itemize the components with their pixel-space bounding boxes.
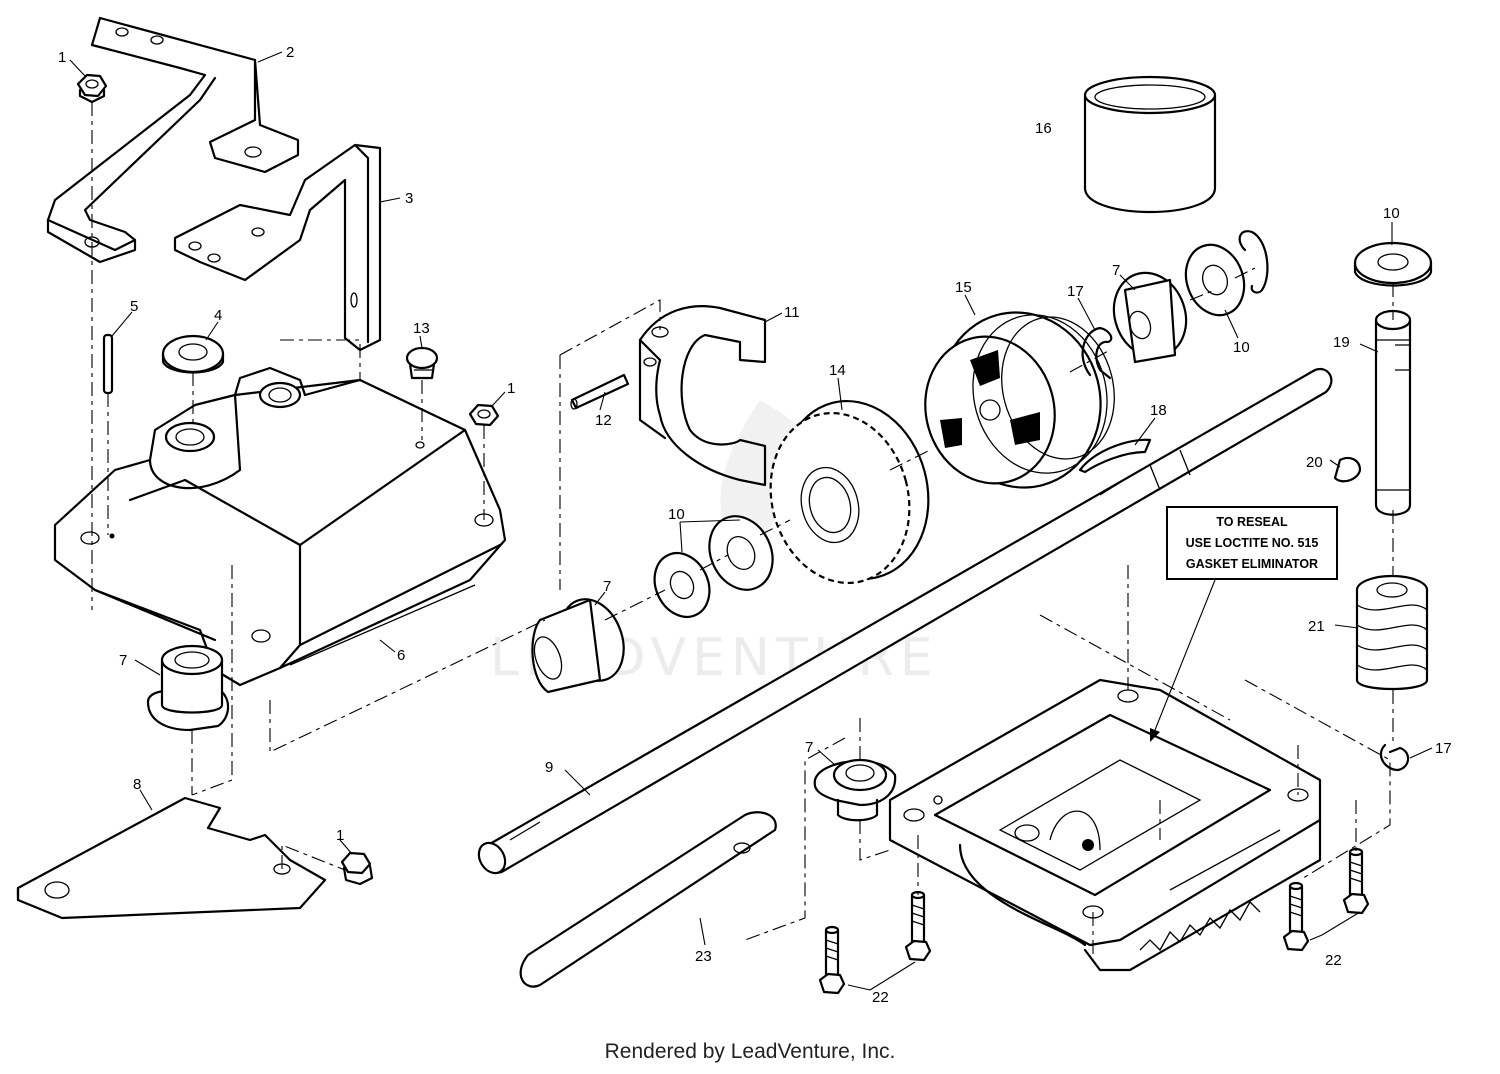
label-part-7c: 7 bbox=[1112, 262, 1120, 279]
snap-ring-lower-right bbox=[1379, 743, 1410, 772]
bracket-part bbox=[46, 16, 300, 264]
label-part-13: 13 bbox=[413, 320, 430, 337]
snap-ring-upper bbox=[1081, 326, 1113, 380]
woodruff-key-18 bbox=[1078, 438, 1152, 474]
main-shaft-part bbox=[477, 367, 1333, 875]
upper-housing-part bbox=[53, 366, 507, 687]
label-part-18: 18 bbox=[1150, 402, 1167, 419]
label-part-6: 6 bbox=[397, 647, 405, 664]
label-part-7d: 7 bbox=[805, 739, 813, 756]
thrust-washer-a bbox=[708, 515, 774, 591]
label-part-17a: 17 bbox=[1067, 283, 1084, 300]
wrench-part bbox=[519, 811, 777, 988]
label-part-8: 8 bbox=[133, 776, 141, 793]
label-part-23: 23 bbox=[695, 948, 712, 965]
cap-screw-d bbox=[1342, 847, 1370, 915]
note-line-3: GASKET ELIMINATOR bbox=[1186, 557, 1318, 571]
woodruff-key-20 bbox=[1333, 456, 1362, 483]
label-part-1a: 1 bbox=[58, 49, 66, 66]
label-part-4: 4 bbox=[214, 307, 222, 324]
label-part-21: 21 bbox=[1308, 618, 1325, 635]
label-part-5: 5 bbox=[130, 298, 138, 315]
cap-screw-c bbox=[1282, 881, 1310, 952]
bearing-cup-part bbox=[1083, 75, 1217, 214]
part-callout-labels: 1 2 3 4 5 13 1 6 7 8 1 7 10 11 12 14 15 … bbox=[58, 44, 1452, 1006]
hex-nut-right bbox=[468, 403, 500, 427]
cap-screw-b bbox=[904, 890, 932, 962]
label-part-7a: 7 bbox=[119, 652, 127, 669]
flange-bushing-lower bbox=[813, 758, 897, 822]
thrust-washer-b bbox=[653, 552, 711, 618]
label-part-10b: 10 bbox=[1233, 339, 1250, 356]
spring-pin-part bbox=[570, 373, 630, 410]
label-part-1c: 1 bbox=[336, 827, 344, 844]
label-part-22b: 22 bbox=[1325, 952, 1342, 969]
label-part-3: 3 bbox=[405, 190, 413, 207]
label-part-2: 2 bbox=[286, 44, 294, 61]
thrust-washer-upper-right bbox=[1184, 243, 1246, 317]
hex-nut-bottom bbox=[340, 851, 374, 886]
mounting-plate-part bbox=[16, 796, 327, 920]
label-part-14: 14 bbox=[829, 362, 846, 379]
assembly-center-lines bbox=[91, 102, 1394, 960]
label-part-17b: 17 bbox=[1435, 740, 1452, 757]
roll-pin-part bbox=[102, 333, 114, 395]
shift-lever-part bbox=[173, 143, 382, 352]
flange-bushing-upper-right bbox=[1112, 271, 1188, 364]
render-credit-footer: Rendered by LeadVenture, Inc. bbox=[604, 1040, 896, 1063]
flange-bushing-left bbox=[146, 644, 230, 732]
helical-gear-part bbox=[769, 399, 930, 585]
washer-part bbox=[161, 334, 225, 374]
reseal-note-box: TO RESEAL USE LOCTITE NO. 515 GASKET ELI… bbox=[1150, 506, 1338, 742]
note-line-2: USE LOCTITE NO. 515 bbox=[1186, 536, 1319, 550]
note-line-1: TO RESEAL bbox=[1216, 515, 1288, 529]
label-part-1b: 1 bbox=[507, 380, 515, 397]
label-part-11: 11 bbox=[784, 304, 800, 321]
snap-ring-top-right bbox=[1238, 230, 1269, 294]
thrust-washer-right bbox=[1353, 241, 1433, 287]
hex-nut-top-left bbox=[76, 73, 108, 104]
label-part-15: 15 bbox=[955, 279, 972, 296]
label-part-22a: 22 bbox=[872, 989, 889, 1006]
clutch-cone-part bbox=[924, 311, 1115, 489]
shift-fork-part bbox=[638, 305, 767, 487]
label-part-7b: 7 bbox=[603, 578, 611, 595]
label-part-12: 12 bbox=[595, 412, 612, 429]
label-part-10a: 10 bbox=[668, 506, 685, 523]
label-part-10c: 10 bbox=[1383, 205, 1400, 222]
worm-shaft-part bbox=[1374, 309, 1412, 516]
lower-housing-part bbox=[888, 678, 1322, 972]
label-leader-lines bbox=[69, 51, 1433, 991]
worm-gear-part bbox=[1355, 574, 1429, 691]
fill-plug-part bbox=[405, 346, 439, 380]
cap-screw-a bbox=[818, 925, 846, 995]
label-part-20: 20 bbox=[1306, 454, 1323, 471]
label-part-9: 9 bbox=[545, 759, 553, 776]
flange-bushing-center bbox=[531, 598, 625, 694]
label-part-16: 16 bbox=[1035, 120, 1052, 137]
label-part-19: 19 bbox=[1333, 334, 1350, 351]
